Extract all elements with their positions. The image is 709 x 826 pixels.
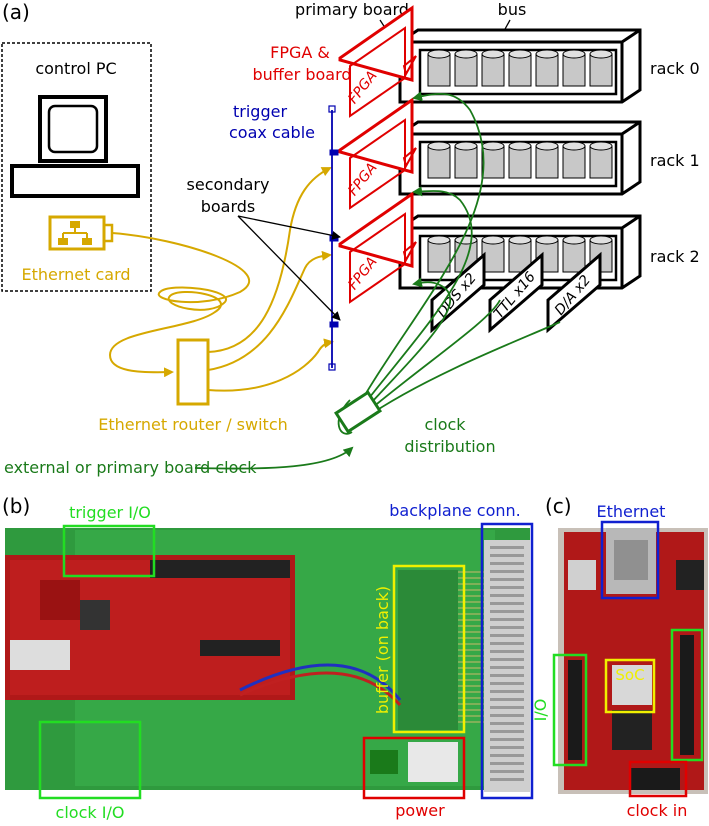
ethernet-router-label: Ethernet router / switch — [98, 415, 288, 434]
fpga-buffer-label-line2: buffer board — [252, 65, 351, 84]
trigger-coax-cable — [329, 106, 338, 370]
rack-1: FPGA — [340, 100, 640, 208]
rack-2-label: rack 2 — [650, 247, 700, 266]
computer-monitor-icon — [12, 97, 138, 196]
rack-0-label: rack 0 — [650, 59, 700, 78]
rack-0: FPGA — [340, 8, 640, 116]
rack-1-label: rack 1 — [650, 151, 700, 170]
ethernet-card-icon — [50, 217, 112, 249]
soc-label: SoC — [615, 666, 644, 684]
backplane-label: backplane conn. — [389, 501, 520, 520]
buffer-label: buffer (on back) — [373, 586, 392, 714]
external-clock-label: external or primary board clock — [4, 458, 257, 477]
clock-distribution-line1: clock — [424, 415, 466, 434]
trigger-label-line2: coax cable — [229, 123, 315, 142]
primary-board-label: primary board — [295, 0, 409, 19]
power-connector-block — [408, 742, 458, 782]
panel-b-letter: (b) — [2, 494, 30, 518]
control-pc-label: control PC — [35, 59, 116, 78]
panel-c-letter: (c) — [545, 494, 572, 518]
clock-distribution-box — [336, 392, 380, 431]
secondary-boards-line2: boards — [201, 197, 256, 216]
clock-distribution-line2: distribution — [404, 437, 495, 456]
ethernet-card-label: Ethernet card — [21, 265, 130, 284]
clock-io-label: clock I/O — [56, 803, 125, 822]
racks-group: FPGAFPGAFPGADDS x2TTL x16D/A x2 — [340, 8, 640, 330]
panel-c-photo: (c) Ethernet SoC I/O clock in — [531, 494, 708, 820]
trigger-io-label: trigger I/O — [69, 503, 151, 522]
clock-in-label: clock in — [627, 801, 688, 820]
fpga-buffer-label-line1: FPGA & — [270, 43, 330, 62]
power-label: power — [395, 801, 445, 820]
secondary-boards-line1: secondary — [187, 175, 270, 194]
ethernet-router-box — [178, 340, 208, 404]
bus-label: bus — [498, 0, 527, 19]
trigger-label-line1: trigger — [233, 102, 287, 121]
panel-a-diagram: (a) control PC Ethernet card E — [2, 0, 700, 477]
io-label: I/O — [531, 699, 550, 722]
panel-a-letter: (a) — [2, 0, 30, 24]
panel-b-photo: (b) trigger I/O backplane conn. buffer (… — [2, 494, 532, 822]
ethernet-label: Ethernet — [597, 502, 666, 521]
